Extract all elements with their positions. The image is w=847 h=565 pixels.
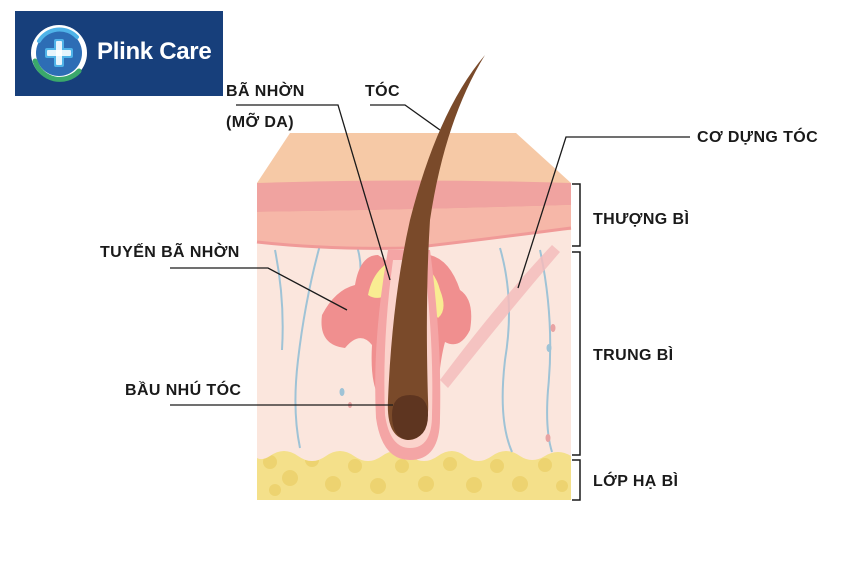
label-sebum: BÃ NHỜN bbox=[226, 83, 305, 100]
hair-shaft bbox=[387, 55, 485, 440]
brand-logo: Plink Care bbox=[15, 11, 223, 96]
label-hair-bulb: BẦU NHÚ TÓC bbox=[125, 382, 242, 399]
label-hair: TÓC bbox=[365, 83, 400, 100]
arrector-pili-muscle bbox=[440, 245, 560, 388]
medical-cross-globe-icon bbox=[31, 25, 87, 82]
label-dermis: TRUNG BÌ bbox=[593, 347, 674, 364]
label-sebaceous-gland: TUYẾN BÃ NHỜN bbox=[100, 244, 240, 261]
brand-name: Plink Care bbox=[97, 38, 212, 65]
layer-brackets bbox=[572, 183, 581, 501]
leader-lines bbox=[170, 104, 690, 406]
label-arrector-pili: CƠ DỰNG TÓC bbox=[697, 129, 819, 146]
label-epidermis: THƯỢNG BÌ bbox=[593, 211, 690, 228]
dermis-dots bbox=[339, 324, 556, 442]
label-hypodermis: LỚP HẠ BÌ bbox=[593, 473, 679, 490]
label-sebum-sub: (MỠ DA) bbox=[226, 114, 294, 131]
